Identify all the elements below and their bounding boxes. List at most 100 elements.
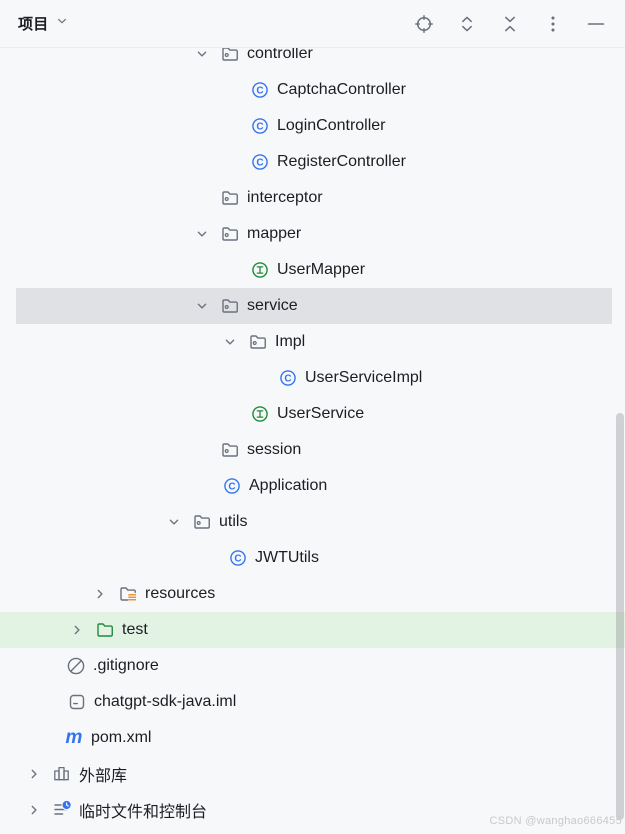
tree-row-service[interactable]: service <box>0 288 625 324</box>
more-options-button[interactable] <box>543 14 563 34</box>
class-icon: C <box>228 548 248 568</box>
class-icon: C <box>222 476 242 496</box>
tree-item-label: 外部库 <box>79 768 128 785</box>
test-folder-icon <box>95 620 115 640</box>
tree-item-label: LoginController <box>277 117 386 134</box>
tree-row-chatgpt-sdk-java.iml[interactable]: chatgpt-sdk-java.iml <box>0 684 625 720</box>
package-folder-icon <box>192 512 212 532</box>
tree-row-controller[interactable]: controller <box>0 36 625 72</box>
chevron-down-icon <box>55 14 69 33</box>
tool-window-header: 项目 <box>0 0 625 48</box>
svg-text:C: C <box>234 554 241 565</box>
tree-row-.gitignore[interactable]: .gitignore <box>0 648 625 684</box>
scrollbar-thumb[interactable] <box>616 413 624 820</box>
hide-panel-button[interactable] <box>586 14 606 34</box>
header-toolbar <box>414 14 606 34</box>
collapse-all-button[interactable] <box>500 14 520 34</box>
module-file-icon <box>67 692 87 712</box>
locate-button[interactable] <box>414 14 434 34</box>
tree-row-UserServiceImpl[interactable]: C UserServiceImpl <box>0 360 625 396</box>
tree-row-UserService[interactable]: UserService <box>0 396 625 432</box>
locate-icon <box>414 14 434 34</box>
tree-item-label: interceptor <box>247 189 323 206</box>
interface-icon <box>250 260 270 280</box>
tree-item-label: session <box>247 441 302 458</box>
tree-item-label: controller <box>247 45 313 62</box>
package-folder-icon <box>220 44 240 64</box>
chevron-down-icon[interactable] <box>166 514 182 530</box>
tree-item-label: resources <box>145 585 216 602</box>
chevron-down-icon[interactable] <box>194 298 210 314</box>
resources-folder-icon <box>118 584 138 604</box>
library-icon <box>52 764 72 784</box>
tree-item-label: test <box>122 621 148 638</box>
tree-item-label: CaptchaController <box>277 81 406 98</box>
tree-item-label: JWTUtils <box>255 549 319 566</box>
tree-item-label: service <box>247 297 298 314</box>
chevron-right-icon[interactable] <box>69 622 85 638</box>
package-folder-icon <box>220 188 240 208</box>
chevron-down-icon[interactable] <box>222 334 238 350</box>
chevron-down-icon[interactable] <box>194 46 210 62</box>
tree-row-UserMapper[interactable]: UserMapper <box>0 252 625 288</box>
maven-icon: m <box>65 726 83 748</box>
chevron-right-icon[interactable] <box>26 802 42 818</box>
tree-row-LoginController[interactable]: C LoginController <box>0 108 625 144</box>
tree-item-label: mapper <box>247 225 302 242</box>
tree-row-外部库[interactable]: 外部库 <box>0 756 625 792</box>
tree-item-label: chatgpt-sdk-java.iml <box>94 693 237 710</box>
tree-item-label: 临时文件和控制台 <box>79 804 208 821</box>
collapse-all-icon <box>500 14 520 34</box>
tree-row-session[interactable]: session <box>0 432 625 468</box>
tree-row-CaptchaController[interactable]: C CaptchaController <box>0 72 625 108</box>
class-icon: C <box>250 152 270 172</box>
tree-row-interceptor[interactable]: interceptor <box>0 180 625 216</box>
tree-item-label: .gitignore <box>93 657 159 674</box>
ignored-icon <box>66 656 86 676</box>
tree-item-label: UserServiceImpl <box>305 369 423 386</box>
tree-item-label: Application <box>249 477 328 494</box>
row-highlight <box>16 288 612 324</box>
tree-item-label: utils <box>219 513 248 530</box>
svg-text:C: C <box>256 86 263 97</box>
chevron-right-icon[interactable] <box>92 586 108 602</box>
class-icon: C <box>278 368 298 388</box>
watermark: CSDN @wanghao666455 <box>489 815 622 827</box>
tree-row-pom.xml[interactable]: m pom.xml <box>0 720 625 756</box>
expand-all-button[interactable] <box>457 14 477 34</box>
package-folder-icon <box>220 224 240 244</box>
scratches-icon <box>52 800 72 820</box>
tree-row-test[interactable]: test <box>0 612 625 648</box>
project-view-selector[interactable]: 项目 <box>18 13 69 34</box>
tree-row-JWTUtils[interactable]: C JWTUtils <box>0 540 625 576</box>
tree-row-utils[interactable]: utils <box>0 504 625 540</box>
tree-row-RegisterController[interactable]: C RegisterController <box>0 144 625 180</box>
tree-row-Application[interactable]: C Application <box>0 468 625 504</box>
tree-row-mapper[interactable]: mapper <box>0 216 625 252</box>
expand-all-icon <box>457 14 477 34</box>
tree-item-label: RegisterController <box>277 153 406 170</box>
class-icon: C <box>250 80 270 100</box>
row-highlight <box>0 612 625 648</box>
svg-text:C: C <box>256 158 263 169</box>
tree-item-label: Impl <box>275 333 306 350</box>
tree-item-label: pom.xml <box>91 729 152 746</box>
package-folder-icon <box>220 296 240 316</box>
chevron-right-icon[interactable] <box>26 766 42 782</box>
svg-text:C: C <box>256 122 263 133</box>
class-icon: C <box>250 116 270 136</box>
panel-title: 项目 <box>18 16 49 33</box>
interface-icon <box>250 404 270 424</box>
tree-row-Impl[interactable]: Impl <box>0 324 625 360</box>
tree-row-resources[interactable]: resources <box>0 576 625 612</box>
tree-item-label: UserMapper <box>277 261 366 278</box>
tree-row-临时文件和控制台[interactable]: 临时文件和控制台 <box>0 792 625 828</box>
svg-text:C: C <box>284 374 291 385</box>
minimize-icon <box>586 14 606 34</box>
tree-item-label: UserService <box>277 405 365 422</box>
svg-text:C: C <box>228 482 235 493</box>
kebab-menu-icon <box>543 14 563 34</box>
chevron-down-icon[interactable] <box>194 226 210 242</box>
package-folder-icon <box>248 332 268 352</box>
